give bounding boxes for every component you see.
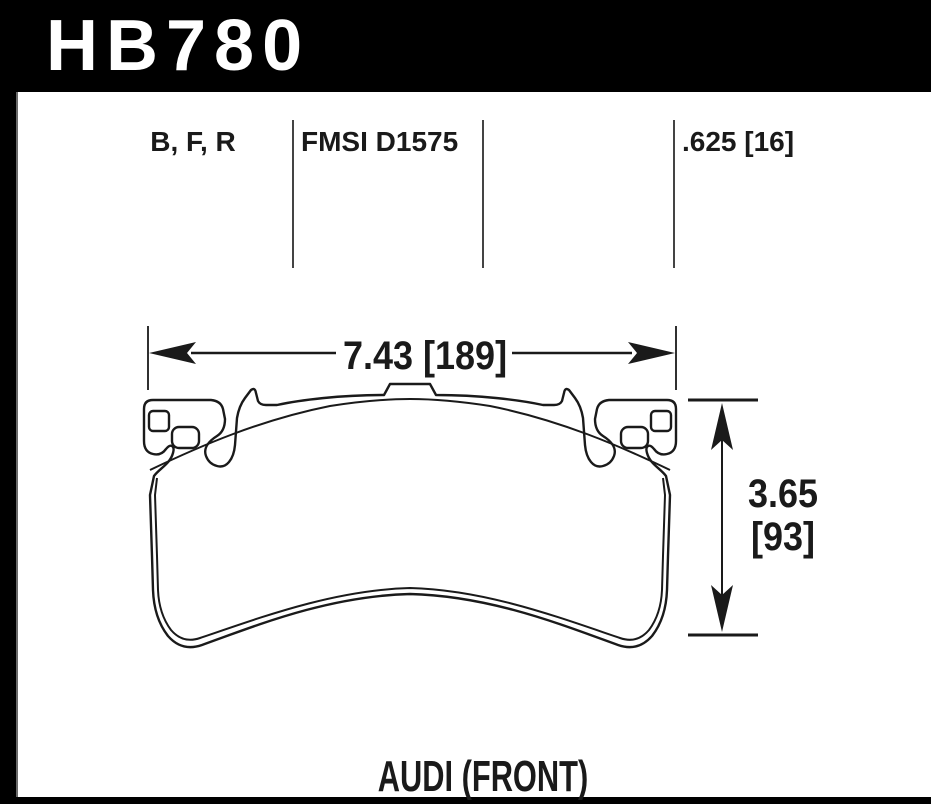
dimension-arrow-left — [149, 342, 196, 364]
pad-inner-top-line — [149, 398, 671, 471]
header-bar: HB780 — [0, 0, 931, 92]
dimension-arrow-right — [628, 342, 675, 364]
table-divider — [673, 120, 675, 268]
mounting-hole-large-left — [170, 425, 201, 450]
height-dimension-label-mm: [93] — [750, 515, 816, 559]
mounting-hole-small-right — [649, 409, 673, 433]
part-number: HB780 — [46, 6, 311, 86]
fmsi-number: FMSI D1575 — [301, 126, 459, 157]
pad-outline — [142, 382, 678, 649]
width-dimension — [147, 326, 677, 390]
table-divider — [292, 120, 294, 268]
bottom-border-strip — [0, 797, 931, 804]
height-dimension-label-inches: 3.65 — [747, 472, 819, 516]
table-divider — [482, 120, 484, 268]
left-border-strip — [0, 0, 18, 804]
application-label: AUDI (FRONT) — [377, 752, 589, 801]
width-dimension-label: 7.43 [189] — [342, 334, 508, 378]
mounting-hole-large-right — [619, 425, 650, 450]
height-dimension — [688, 398, 758, 637]
dimension-arrow-down — [711, 585, 733, 632]
mounting-hole-small-left — [147, 409, 171, 433]
dimension-arrow-up — [711, 403, 733, 450]
pad-inner-bottom-line — [154, 477, 666, 641]
compound-codes: B, F, R — [150, 126, 236, 157]
pad-thickness: .625 [16] — [682, 126, 795, 157]
brake-pad-drawing — [142, 326, 758, 649]
